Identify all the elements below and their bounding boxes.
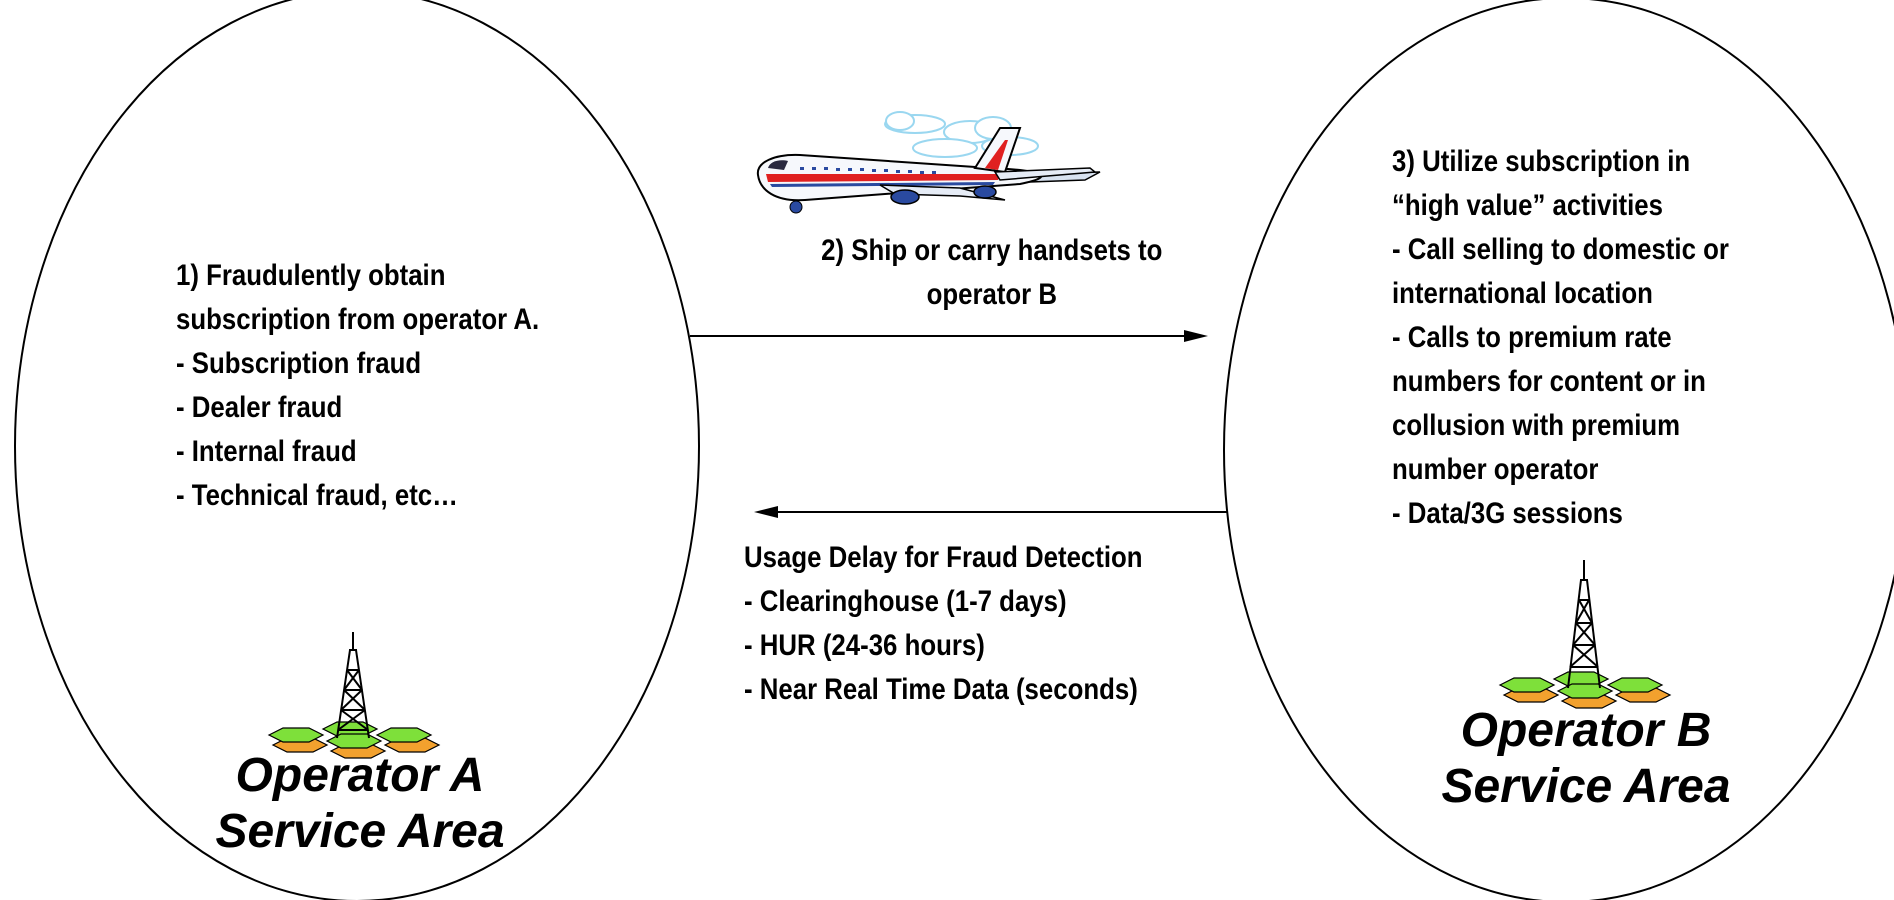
operator-b-step-line: number operator [1392, 453, 1599, 486]
operator-b-step-line: international location [1392, 277, 1653, 310]
ship-handsets-line: operator B [926, 278, 1058, 311]
operator-b-steps: 3) Utilize subscription in “high value” … [1392, 140, 1729, 536]
operator-b-service-area-ellipse [1223, 0, 1894, 900]
ship-arrow-right [690, 330, 1208, 342]
operator-b-step-line: 3) Utilize subscription in [1392, 145, 1691, 178]
operator-a-service-area-ellipse [14, 0, 700, 900]
usage-delay-line: - Near Real Time Data (seconds) [744, 673, 1138, 706]
usage-delay-line: - Clearinghouse (1-7 days) [744, 585, 1067, 618]
operator-b-area-title: Operator B Service Area [1426, 703, 1746, 815]
operator-a-step-line: 1) Fraudulently obtain [176, 259, 446, 292]
ship-handsets-line: 2) Ship or carry handsets to [821, 234, 1163, 267]
operator-b-step-line: - Data/3G sessions [1392, 497, 1623, 530]
operator-a-steps: 1) Fraudulently obtain subscription from… [176, 254, 539, 518]
usage-delay-line: Usage Delay for Fraud Detection [744, 541, 1143, 574]
operator-a-step-line: - Dealer fraud [176, 391, 343, 424]
operator-b-step-line: numbers for content or in [1392, 365, 1706, 398]
operator-a-step-line: - Subscription fraud [176, 347, 422, 380]
operator-a-step-line: - Internal fraud [176, 435, 357, 468]
ship-handsets-label: 2) Ship or carry handsets to operator B [794, 229, 1190, 317]
operator-a-area-title: Operator A Service Area [200, 748, 520, 860]
operator-a-step-line: subscription from operator A. [176, 303, 540, 336]
usage-delay-line: - HUR (24-36 hours) [744, 629, 985, 662]
operator-b-title-line: Service Area [1441, 760, 1731, 813]
cell-tower-b-icon [1498, 560, 1672, 709]
airplane-icon [756, 127, 1101, 214]
operator-b-step-line: - Call selling to domestic or [1392, 233, 1729, 266]
operator-b-step-line: “high value” activities [1392, 189, 1663, 222]
cell-tower-a-icon [267, 632, 441, 759]
usage-delay-label: Usage Delay for Fraud Detection - Cleari… [744, 536, 1143, 712]
operator-b-step-line: - Calls to premium rate [1392, 321, 1672, 354]
operator-b-step-line: collusion with premium [1392, 409, 1681, 442]
operator-b-title-line: Operator B [1460, 704, 1712, 757]
operator-a-step-line: - Technical fraud, etc… [176, 479, 458, 512]
usage-arrow-left [754, 506, 1228, 518]
operator-a-title-line: Operator A [235, 749, 485, 802]
operator-a-title-line: Service Area [215, 805, 505, 858]
